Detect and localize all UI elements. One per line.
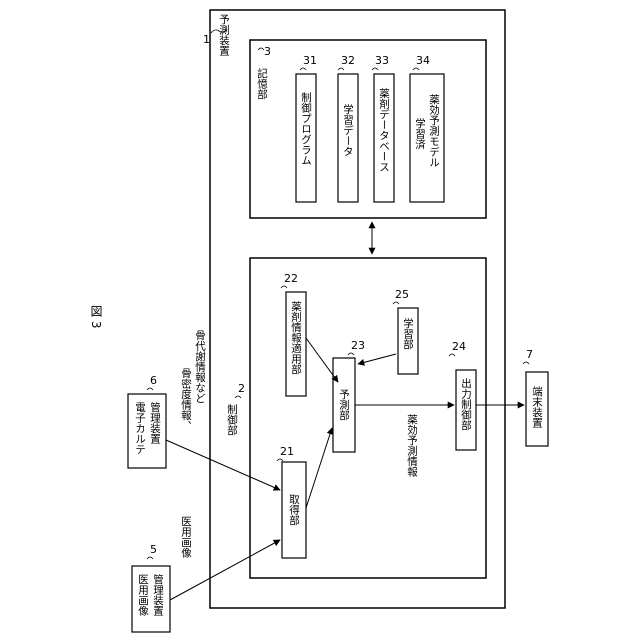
- emr-device-label-1: 電子カルテ: [134, 402, 146, 455]
- leader-line: [147, 388, 153, 390]
- terminal-device-label: 端末装置: [531, 385, 543, 428]
- emr-device-numeral: 6: [150, 374, 157, 387]
- trained-model-label-2: 薬効予測モデル: [428, 94, 440, 168]
- control-unit-label: 制御部: [226, 403, 238, 436]
- arrow-emr-to-acquisition: [166, 440, 280, 490]
- medical-image-device-numeral: 5: [150, 543, 157, 556]
- control-program-numeral: 31: [303, 54, 317, 67]
- learning-data-label: 学習データ: [342, 103, 354, 156]
- drug-info-application-numeral: 22: [284, 272, 298, 285]
- leader-line: [300, 68, 306, 70]
- bone-info-annotation-1: 骨密度情報、: [180, 368, 192, 431]
- drug-info-application-label: 薬剤情報適用部: [290, 301, 302, 375]
- arrow-acquisition-to-prediction: [306, 428, 332, 508]
- leader-line: [147, 557, 153, 559]
- output-control-numeral: 24: [452, 340, 466, 353]
- prediction-device-numeral: 1: [203, 33, 210, 46]
- leader-line: [449, 354, 455, 356]
- output-control-label: 出力制御部: [460, 377, 472, 431]
- prediction-unit-numeral: 23: [351, 339, 365, 352]
- drug-effect-annotation: 薬効予測情報: [406, 414, 418, 478]
- leader-line: [338, 68, 344, 70]
- prediction-device-label: 予測装置: [218, 14, 230, 56]
- leader-line: [372, 68, 378, 70]
- acquisition-unit-numeral: 21: [280, 445, 294, 458]
- figure-label: 図 3: [89, 305, 103, 328]
- terminal-device-numeral: 7: [526, 348, 533, 361]
- arrow-learning-to-prediction: [358, 354, 396, 364]
- drug-database-numeral: 33: [375, 54, 389, 67]
- drug-database-label: 薬剤データベース: [378, 88, 390, 172]
- leader-line: [393, 302, 399, 304]
- storage-unit-label: 記憶部: [256, 67, 268, 100]
- leader-line: [348, 353, 354, 355]
- emr-device-label-2: 管理装置: [149, 401, 161, 444]
- leader-line: [235, 396, 241, 398]
- acquisition-unit-label: 取得部: [288, 494, 300, 526]
- bone-info-annotation-2: 骨代謝情報など: [194, 330, 206, 404]
- storage-unit-box: [250, 40, 486, 218]
- medical-image-device-label-1: 医用画像: [137, 574, 149, 616]
- trained-model-numeral: 34: [416, 54, 430, 67]
- leader-line: [281, 286, 287, 288]
- trained-model-label-1: 学習済: [414, 117, 426, 150]
- prediction-unit-label: 予測部: [338, 389, 350, 421]
- control-unit-box: [250, 258, 486, 578]
- leader-line: [413, 68, 419, 70]
- medical-image-annotation: 医用画像: [180, 516, 192, 558]
- medical-image-device-label-2: 管理装置: [152, 573, 164, 616]
- storage-unit-numeral: 3: [264, 45, 271, 58]
- learning-unit-label: 学習部: [402, 317, 414, 350]
- leader-line: [523, 362, 529, 364]
- learning-unit-numeral: 25: [395, 288, 409, 301]
- control-unit-numeral: 2: [238, 382, 245, 395]
- learning-data-numeral: 32: [341, 54, 355, 67]
- leader-line: [277, 459, 283, 461]
- control-program-label: 制御プログラム: [300, 91, 312, 165]
